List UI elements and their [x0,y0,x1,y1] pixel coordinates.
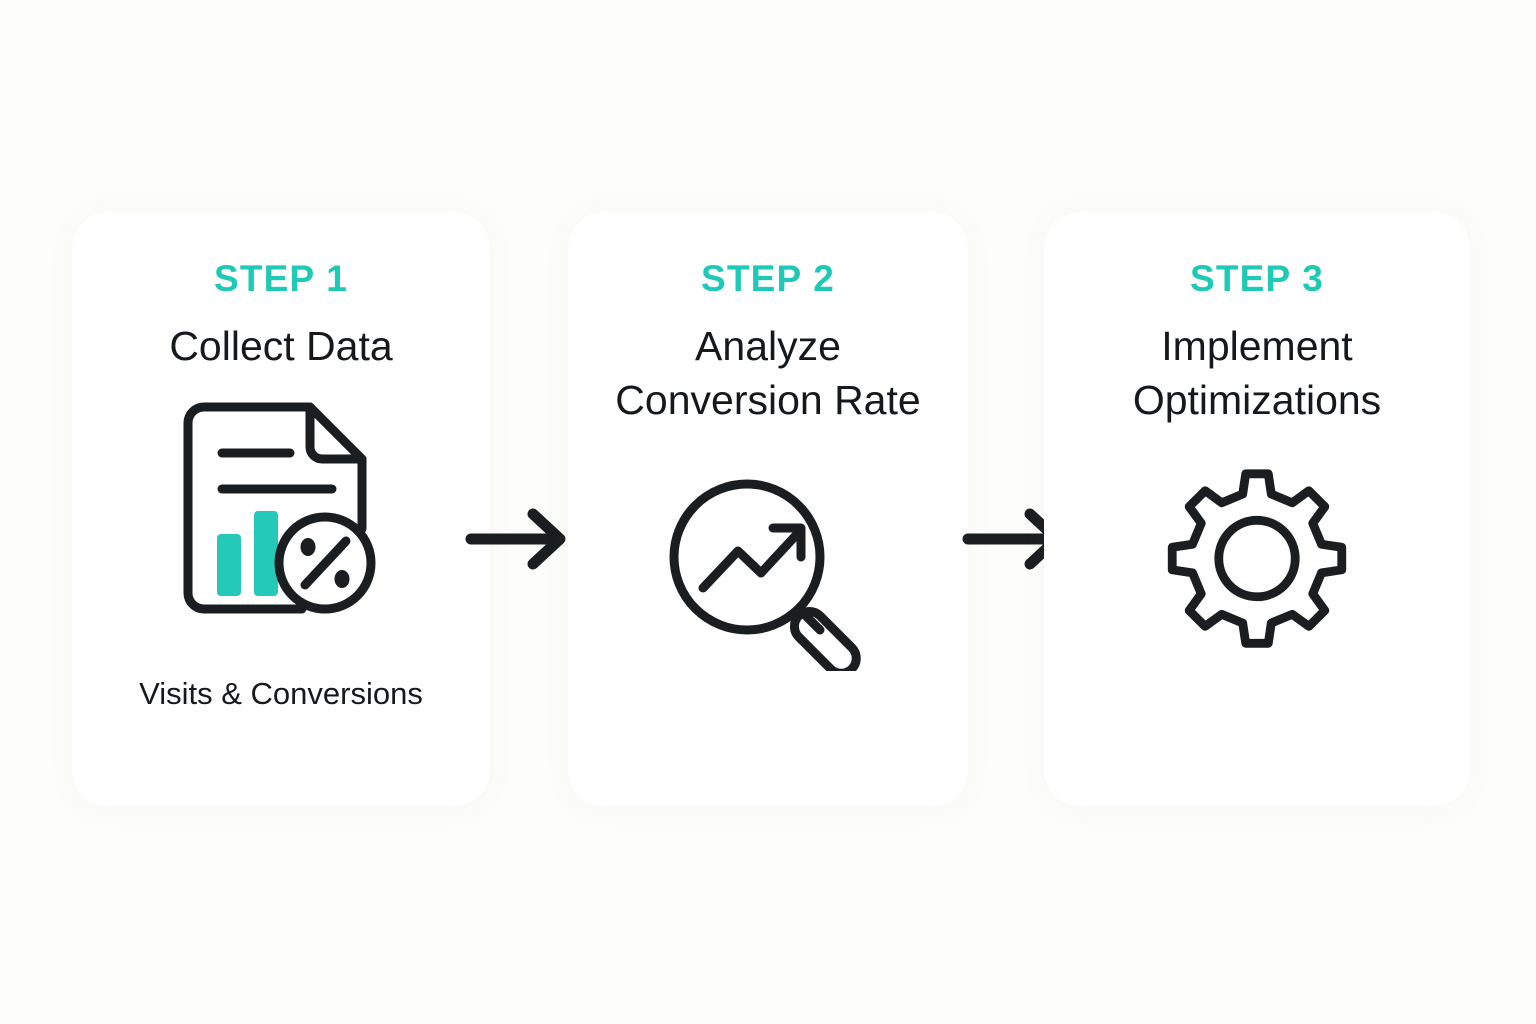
step-1-caption: Visits & Conversions [139,676,423,712]
step-2-title: Analyze Conversion Rate [615,319,920,427]
step-1-title: Collect Data [169,323,393,369]
step-card-1[interactable]: STEP 1 Collect Data Vi [72,212,490,806]
document-with-bar-chart-and-percent-icon [183,402,376,614]
step-card-3[interactable]: STEP 3 Implement Optimizations [1044,212,1470,806]
arrow-right-icon [465,508,566,570]
step-3-label: STEP 3 [1189,258,1325,299]
step-3-title-line-2: Optimizations [1132,377,1382,424]
magnifier-with-trend-line-icon [669,479,861,672]
step-3-title-line-1: Implement [1161,323,1353,369]
step-card-2[interactable]: STEP 2 Analyze Conversion Rate [568,212,968,806]
connector-arrow-1 [465,504,573,574]
step-3-icon-wrap [1159,463,1355,659]
step-2-label: STEP 2 [700,258,836,299]
step-3-title: Implement Optimizations [1133,319,1381,427]
step-2-icon-wrap [665,475,871,672]
gear-icon [1167,469,1347,648]
step-2-title-line-2: Conversion Rate [615,377,921,424]
step-1-icon-wrap [176,395,386,627]
step-2-title-line-1: Analyze [695,323,841,369]
step-1-label: STEP 1 [213,258,349,299]
